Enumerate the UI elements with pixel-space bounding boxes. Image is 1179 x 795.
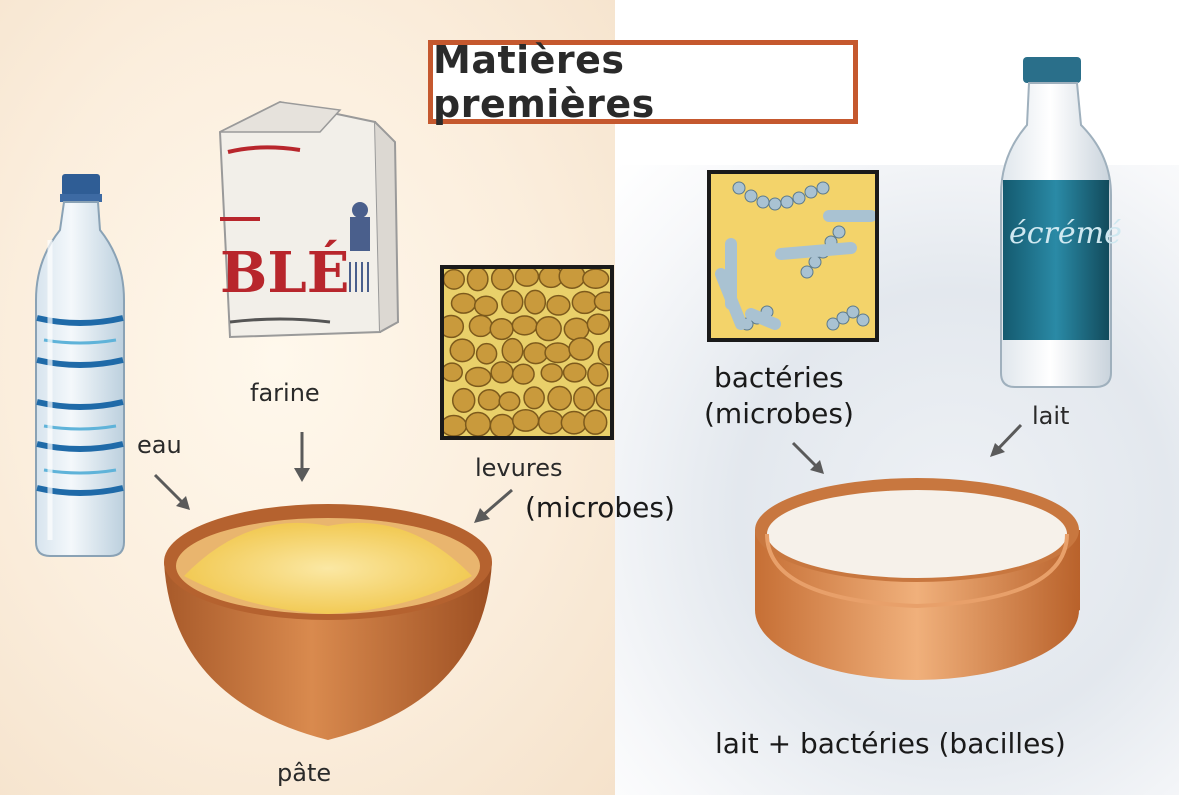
yeast-cell — [569, 338, 593, 360]
yeast-cell — [478, 390, 500, 410]
yeast-cell — [594, 292, 614, 311]
yeast-cell — [536, 317, 561, 341]
mold-ring-icon — [745, 470, 1090, 695]
yeast-cell — [583, 269, 609, 288]
yeast-cell — [490, 319, 513, 340]
yeast-cell — [466, 412, 491, 435]
label-levures-microbes: (microbes) — [525, 492, 675, 524]
yeast-cell — [584, 410, 607, 434]
bacteria-micrograph — [707, 170, 879, 342]
yeast-cell — [442, 363, 462, 381]
milk-bottle-label: écrémé — [1009, 216, 1122, 251]
arrow-lait-icon — [985, 422, 1025, 462]
bacteria-coccus — [847, 306, 859, 318]
yeast-cell — [490, 414, 514, 437]
yeast-cell — [492, 267, 514, 290]
label-levures: levures — [475, 455, 562, 483]
bacteria-coccus — [809, 256, 821, 268]
label-eau: eau — [137, 432, 182, 460]
yeast-cell — [572, 291, 597, 313]
yeast-cell — [525, 290, 545, 314]
title-frame: Matières premières — [428, 40, 858, 124]
yeast-cell — [515, 267, 538, 286]
label-farine: farine — [250, 380, 320, 408]
label-bacteries-microbes: (microbes) — [704, 398, 854, 430]
water-bottle-icon — [20, 170, 140, 560]
yeast-cell — [541, 364, 562, 382]
arrow-farine-icon — [290, 430, 314, 485]
arrow-levures-icon — [470, 488, 515, 528]
yeast-cell — [561, 411, 586, 433]
label-lait: lait — [1032, 403, 1069, 431]
yeast-cell — [499, 392, 519, 410]
bacteria-coccus — [793, 192, 805, 204]
yeast-cell — [475, 296, 498, 315]
yeast-cell — [466, 368, 491, 387]
yeast-cell — [598, 342, 614, 365]
bacteria-coccus — [833, 226, 845, 238]
yeast-cell — [502, 291, 523, 314]
bacteria-coccus — [801, 266, 813, 278]
flour-bag-icon: BLÉ — [200, 92, 405, 352]
yeast-cell — [467, 267, 487, 290]
yeast-cell — [477, 344, 497, 364]
yeast-cell — [588, 363, 608, 386]
bacteria-coccus — [781, 196, 793, 208]
yeast-cell — [596, 388, 614, 410]
yeast-cell — [539, 411, 564, 434]
label-bacteries: bactéries — [714, 362, 844, 394]
yeast-cell — [587, 314, 609, 334]
label-pate: pâte — [277, 760, 331, 788]
bacteria-coccus — [805, 186, 817, 198]
bacteria-coccus — [857, 314, 869, 326]
bacteria-coccus — [817, 182, 829, 194]
bowl-icon — [158, 490, 498, 745]
yeast-cell — [513, 364, 534, 384]
yeast-cell — [444, 270, 465, 289]
yeast-cell — [524, 387, 544, 409]
yeast-cell — [513, 410, 539, 431]
yeast-cell — [451, 293, 475, 313]
bacteria-coccus — [757, 196, 769, 208]
yeast-cell — [450, 339, 474, 361]
bacteria-coccus — [745, 190, 757, 202]
yeast-cell — [440, 316, 463, 338]
yeast-micrograph — [440, 265, 614, 440]
bacteria-coccus — [733, 182, 745, 194]
yeast-cell — [524, 343, 548, 364]
yeast-cell — [547, 296, 570, 315]
yeast-cell — [545, 343, 570, 363]
bacteria-coccus — [769, 198, 781, 210]
yeast-cell — [491, 362, 513, 383]
yeast-cell — [564, 363, 586, 382]
yeast-cell — [512, 316, 536, 335]
arrow-bacteries-icon — [790, 440, 830, 480]
page-title: Matières premières — [433, 38, 853, 126]
milk-bottle-icon: écrémé — [995, 55, 1120, 390]
yeast-cell — [548, 387, 571, 410]
label-result: lait + bactéries (bacilles) — [715, 728, 1066, 760]
yeast-cell — [574, 387, 595, 410]
arrow-eau-icon — [150, 470, 200, 520]
bacteria-bacillus — [781, 248, 851, 254]
yeast-cell — [564, 318, 588, 340]
flour-bag-label: BLÉ — [220, 239, 349, 306]
yeast-cell — [559, 265, 585, 288]
yeast-cell — [502, 339, 523, 363]
yeast-cell — [441, 416, 466, 436]
yeast-cell — [453, 389, 475, 413]
yeast-cell — [469, 315, 492, 336]
